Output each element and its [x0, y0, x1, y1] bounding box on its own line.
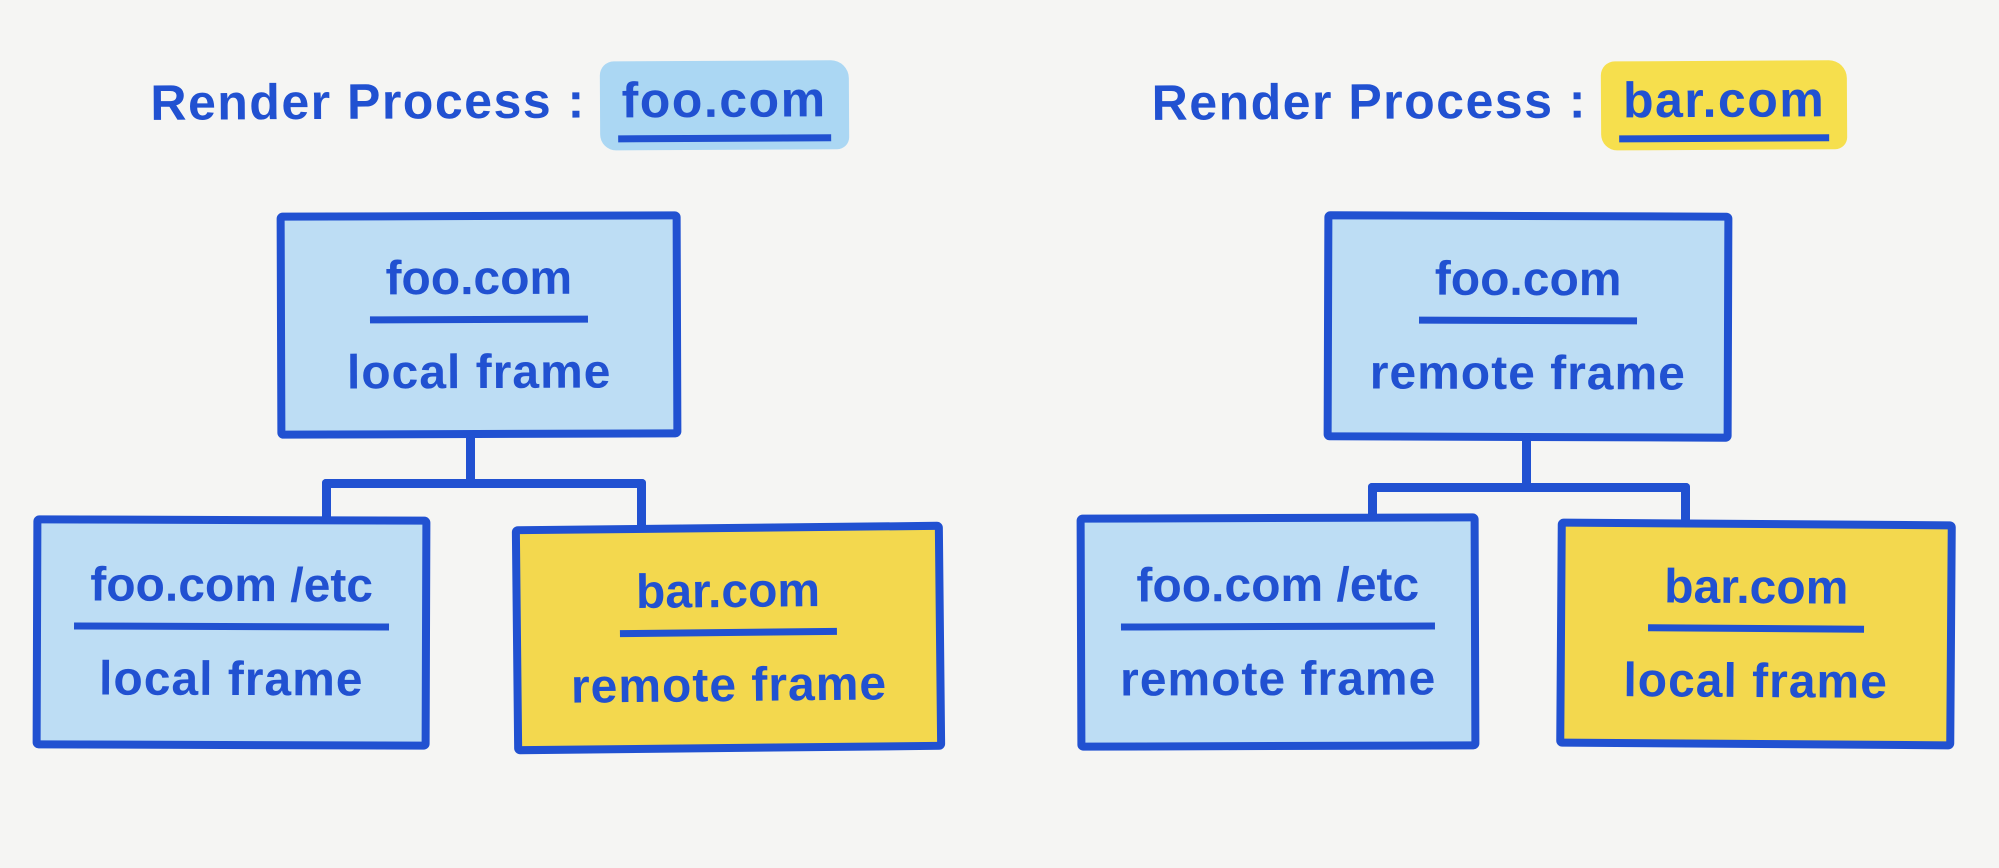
- connector-stem: [466, 434, 475, 486]
- root-frame-box: foo.com local frame: [276, 211, 682, 439]
- frame-domain: bar.com: [619, 562, 837, 637]
- title-domain-highlight: bar.com: [1600, 60, 1848, 151]
- frame-type: remote frame: [1120, 651, 1437, 707]
- panel-title: Render Process : foo.com: [0, 59, 999, 153]
- frame-type: local frame: [346, 345, 612, 399]
- title-prefix: Render Process :: [1151, 72, 1588, 131]
- frame-type: remote frame: [1369, 346, 1686, 401]
- render-process-panel-bar: Render Process : bar.com foo.com remote f…: [1000, 0, 1999, 868]
- child-frame-box: foo.com /etc remote frame: [1076, 513, 1480, 751]
- connector-horizontal-bar: [1368, 483, 1690, 492]
- child-frame-box: bar.com local frame: [1556, 518, 1956, 750]
- child-frame-box: foo.com /etc local frame: [32, 515, 431, 750]
- child-frame-box: bar.com remote frame: [511, 521, 946, 755]
- frame-domain: foo.com: [1418, 251, 1638, 325]
- frame-domain: bar.com: [1647, 558, 1865, 633]
- title-domain-highlight: foo.com: [599, 60, 849, 151]
- frame-type: local frame: [1623, 653, 1889, 709]
- connector-stub-left: [1368, 483, 1377, 519]
- title-domain: foo.com: [617, 70, 831, 143]
- frame-domain: foo.com: [369, 250, 589, 323]
- frame-type: remote frame: [570, 656, 888, 714]
- title-prefix: Render Process :: [150, 72, 586, 131]
- title-domain: bar.com: [1618, 70, 1830, 143]
- connector-stub-left: [322, 479, 331, 521]
- connector-stub-right: [1681, 483, 1690, 525]
- frame-domain: foo.com /etc: [74, 557, 390, 631]
- panel-title: Render Process : bar.com: [1000, 59, 1999, 153]
- frame-type: local frame: [99, 652, 364, 707]
- render-process-panel-foo: Render Process : foo.com foo.com local fr…: [0, 0, 999, 868]
- connector-stub-right: [637, 479, 646, 529]
- connector-stem: [1522, 437, 1531, 489]
- connector-horizontal-bar: [322, 479, 646, 488]
- root-frame-box: foo.com remote frame: [1323, 211, 1733, 442]
- frame-domain: foo.com /etc: [1120, 556, 1436, 631]
